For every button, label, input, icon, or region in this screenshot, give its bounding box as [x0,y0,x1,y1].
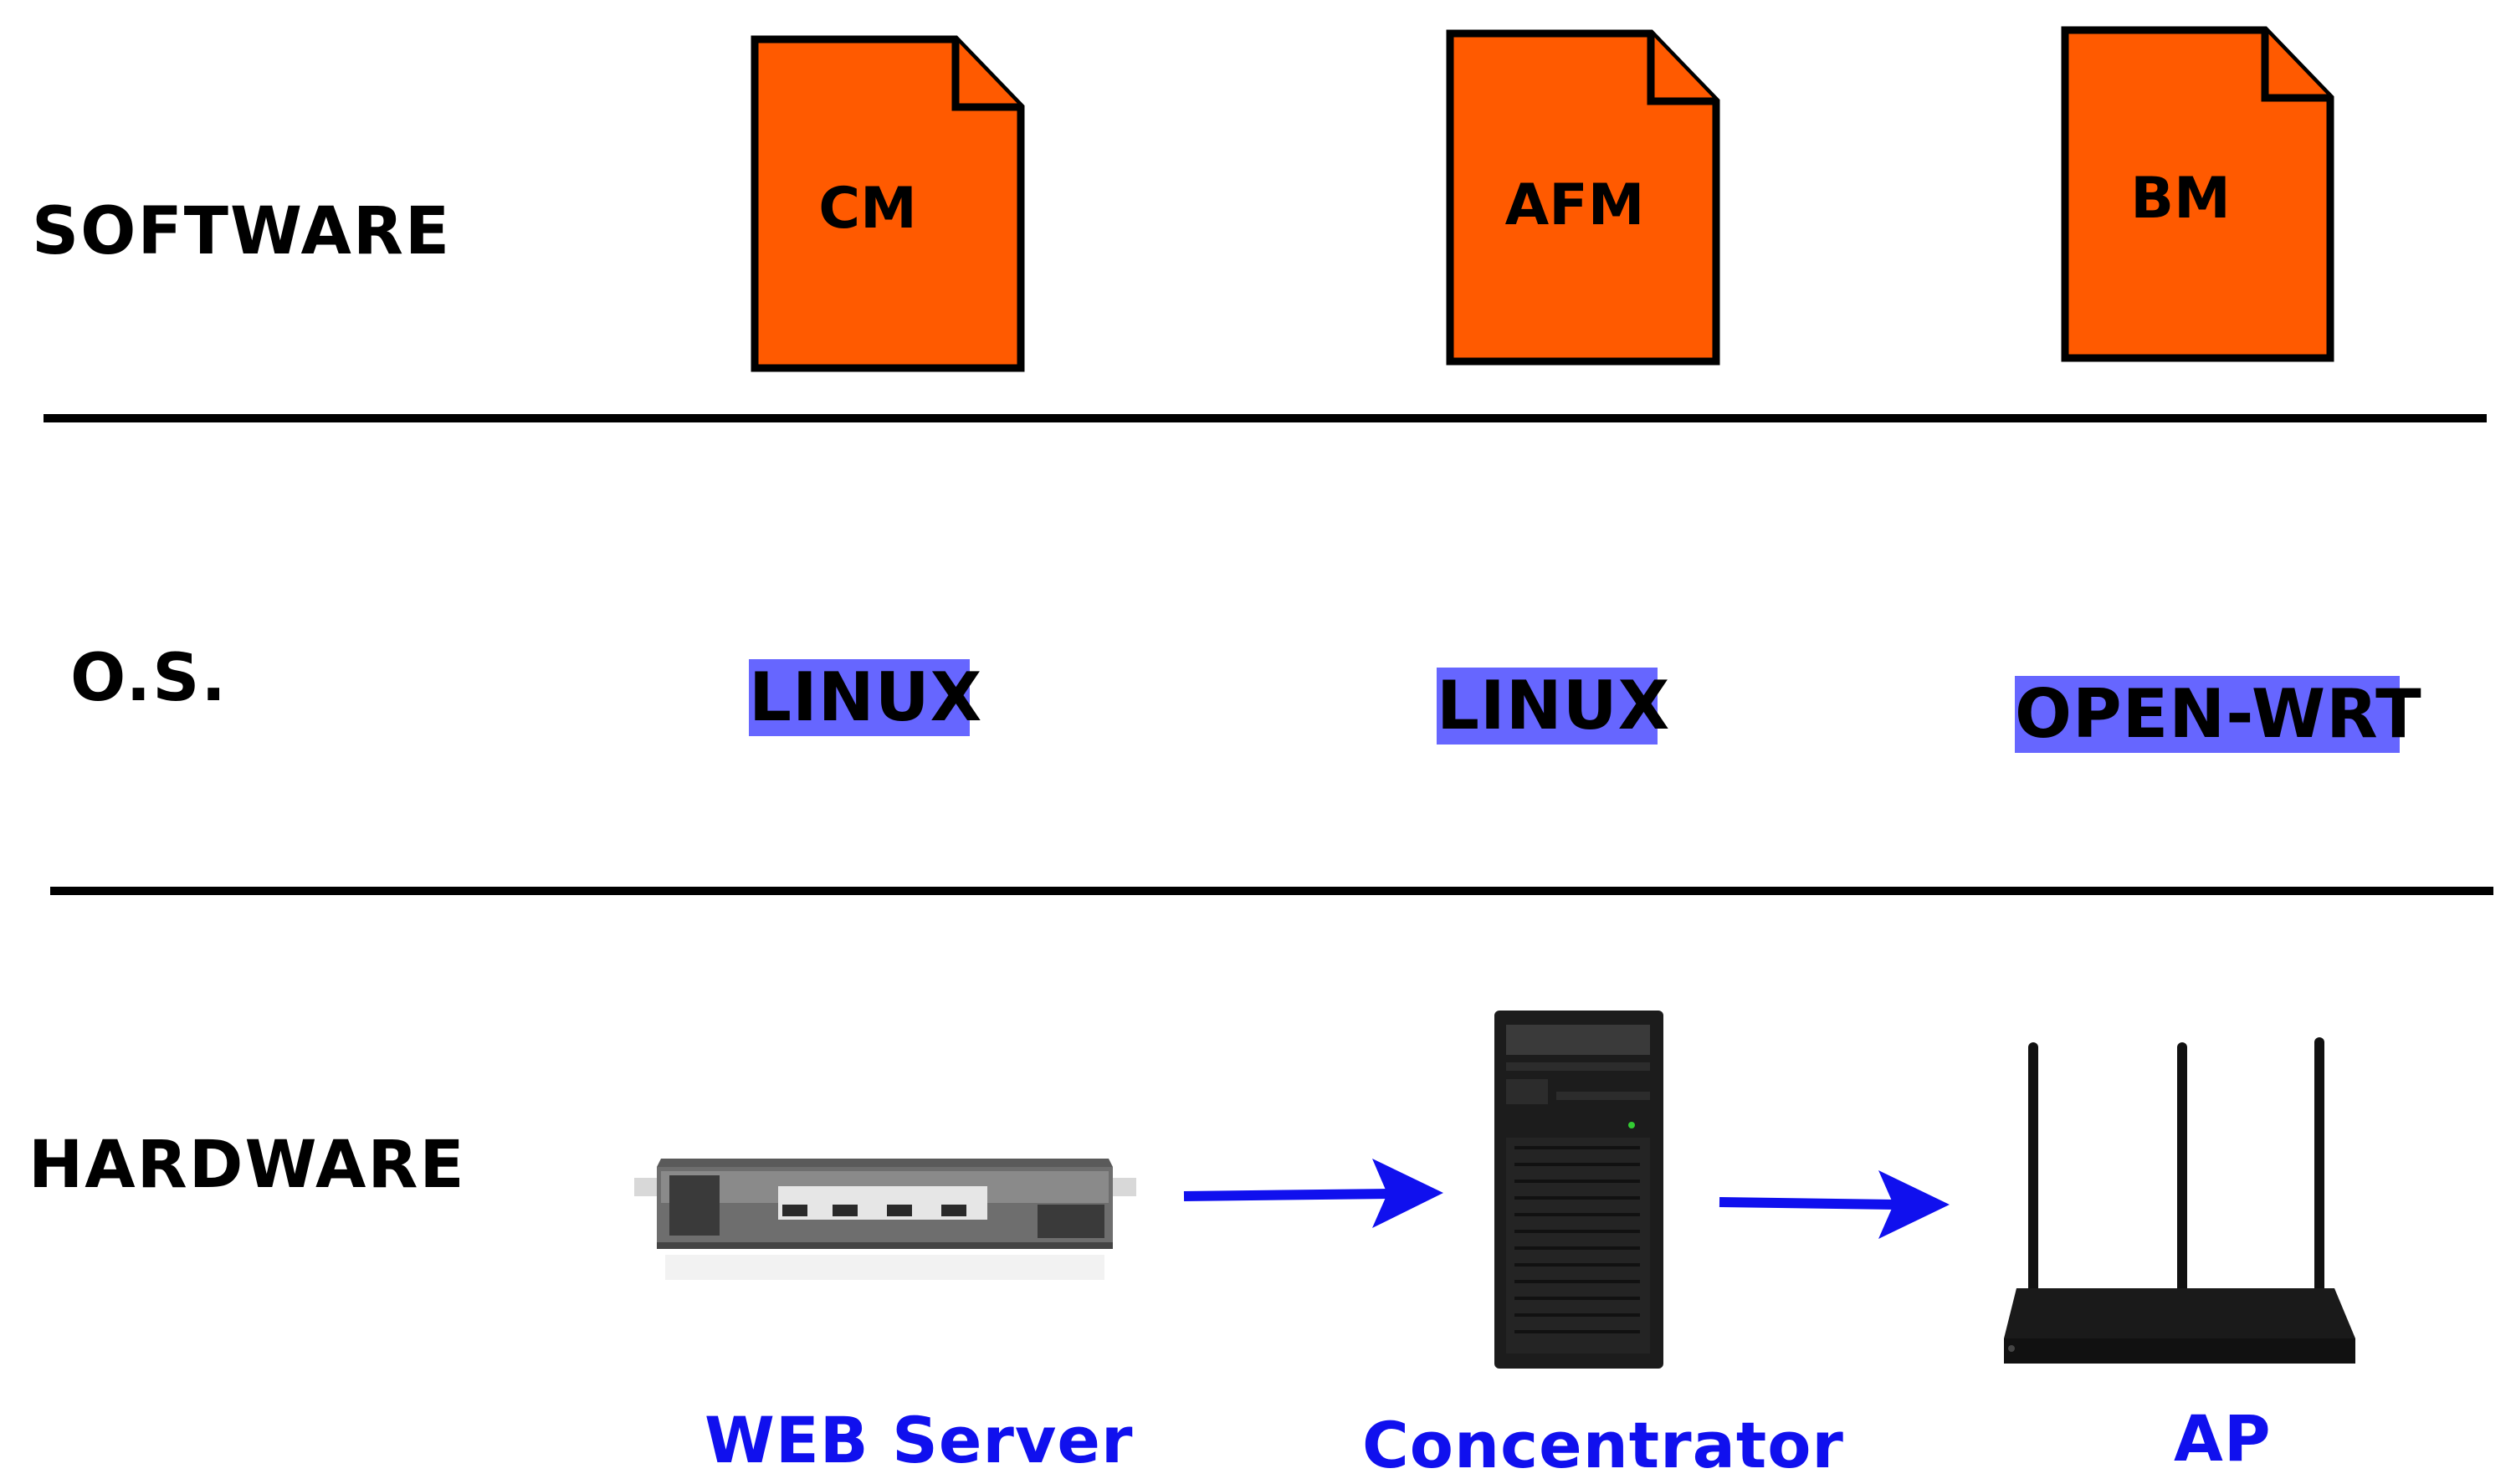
bm-module-label: BM [2130,166,2231,232]
wireless-router-icon [2004,1037,2355,1364]
os-hardware-divider [50,887,2493,895]
document-icon: BM [2061,26,2334,362]
ap-label: AP [2174,1401,2272,1476]
hardware-layer-label: HARDWARE [28,1128,466,1203]
os-badge-linux-2: LINUX [1437,667,1671,745]
arrow-icon [1183,1159,1443,1228]
document-icon: CM [751,35,1025,372]
tower-computer-icon [1494,1011,1663,1369]
os-layer-label: O.S. [70,641,228,716]
os-badge-linux-1: LINUX [749,658,983,736]
concentrator-label: Concentrator [1362,1408,1844,1482]
arrow-icon [1719,1170,1950,1239]
web-server-label: WEB Server [705,1403,1134,1477]
software-layer-label: SOFTWARE [32,194,452,269]
cm-module-label: CM [818,176,917,242]
os-badge-openwrt: OPEN-WRT [2015,675,2422,753]
software-os-divider [44,414,2487,422]
rack-server-icon [634,1159,1136,1280]
afm-module-label: AFM [1505,172,1645,238]
document-icon: AFM [1446,29,1720,366]
